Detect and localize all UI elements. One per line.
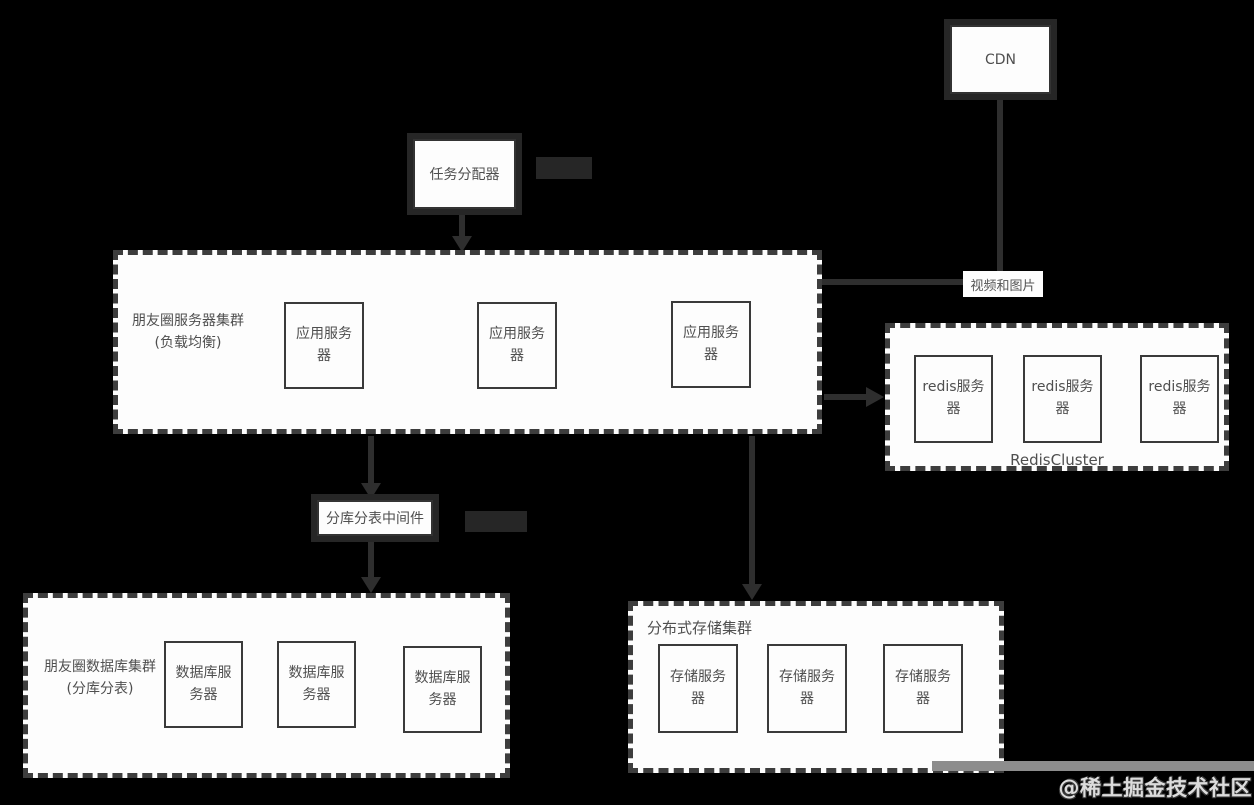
redis-server-node: redis服务器 [1140, 355, 1219, 443]
arrowhead-cluster-to-middleware [361, 483, 381, 499]
db-cluster-title-line1: 朋友圈数据库集群 [44, 659, 156, 675]
storage-server-node: 存储服务器 [883, 644, 963, 733]
db-server-node: 数据库服务器 [403, 646, 482, 733]
app-cluster-title: 朋友圈服务器集群 (负载均衡) [118, 310, 258, 355]
redacted-label-rect-middleware [465, 511, 527, 532]
arrowhead-middleware-to-db [361, 577, 381, 593]
connector-middleware-to-db [368, 540, 374, 578]
redis-cluster-title: RedisCluster [1010, 451, 1104, 469]
watermark-text: @稀土掘金技术社区 [1058, 776, 1252, 800]
media-line-label: 视频和图片 [963, 271, 1043, 297]
task-dispatcher-node: 任务分配器 [407, 133, 522, 215]
watermark-bar [932, 761, 1254, 771]
arrowhead-cluster-to-storage [742, 584, 762, 600]
app-server-node: 应用服务器 [284, 302, 364, 389]
app-server-node: 应用服务器 [671, 301, 751, 388]
cdn-node: CDN [944, 19, 1057, 100]
app-server-cluster: 朋友圈服务器集群 (负载均衡) 应用服务器 应用服务器 应用服务器 [113, 250, 822, 434]
db-cluster-title-line2: (分库分表) [66, 681, 134, 698]
db-cluster: 朋友圈数据库集群 (分库分表) 数据库服务器 数据库服务器 数据库服务器 [23, 593, 510, 778]
redis-cluster: redis服务器 redis服务器 redis服务器 RedisCluster [885, 323, 1229, 471]
connector-cluster-to-redis [824, 394, 866, 400]
connector-cluster-to-media-label [822, 279, 963, 285]
storage-server-node: 存储服务器 [767, 644, 847, 733]
connector-cdn-to-media-label [997, 94, 1003, 271]
db-cluster-title: 朋友圈数据库集群 (分库分表) [30, 656, 170, 701]
redacted-label-rect-dispatcher [536, 157, 592, 179]
redis-server-node: redis服务器 [1023, 355, 1102, 443]
app-cluster-title-line2: (负载均衡) [154, 335, 222, 352]
connector-cluster-to-middleware [368, 436, 374, 484]
arrowhead-dispatcher-to-cluster [452, 236, 472, 252]
app-cluster-title-line1: 朋友圈服务器集群 [132, 313, 244, 329]
db-server-node: 数据库服务器 [164, 641, 243, 728]
storage-cluster-title: 分布式存储集群 [647, 619, 753, 637]
connector-cluster-to-storage [749, 436, 755, 584]
db-server-node: 数据库服务器 [277, 641, 356, 728]
arrowhead-cluster-to-redis [866, 387, 884, 407]
redis-server-node: redis服务器 [914, 355, 993, 443]
sharding-middleware-node: 分库分表中间件 [311, 494, 439, 542]
storage-server-node: 存储服务器 [658, 644, 738, 733]
connector-dispatcher-to-cluster [459, 209, 465, 237]
app-server-node: 应用服务器 [477, 302, 557, 389]
storage-cluster: 分布式存储集群 存储服务器 存储服务器 存储服务器 [628, 601, 1004, 773]
